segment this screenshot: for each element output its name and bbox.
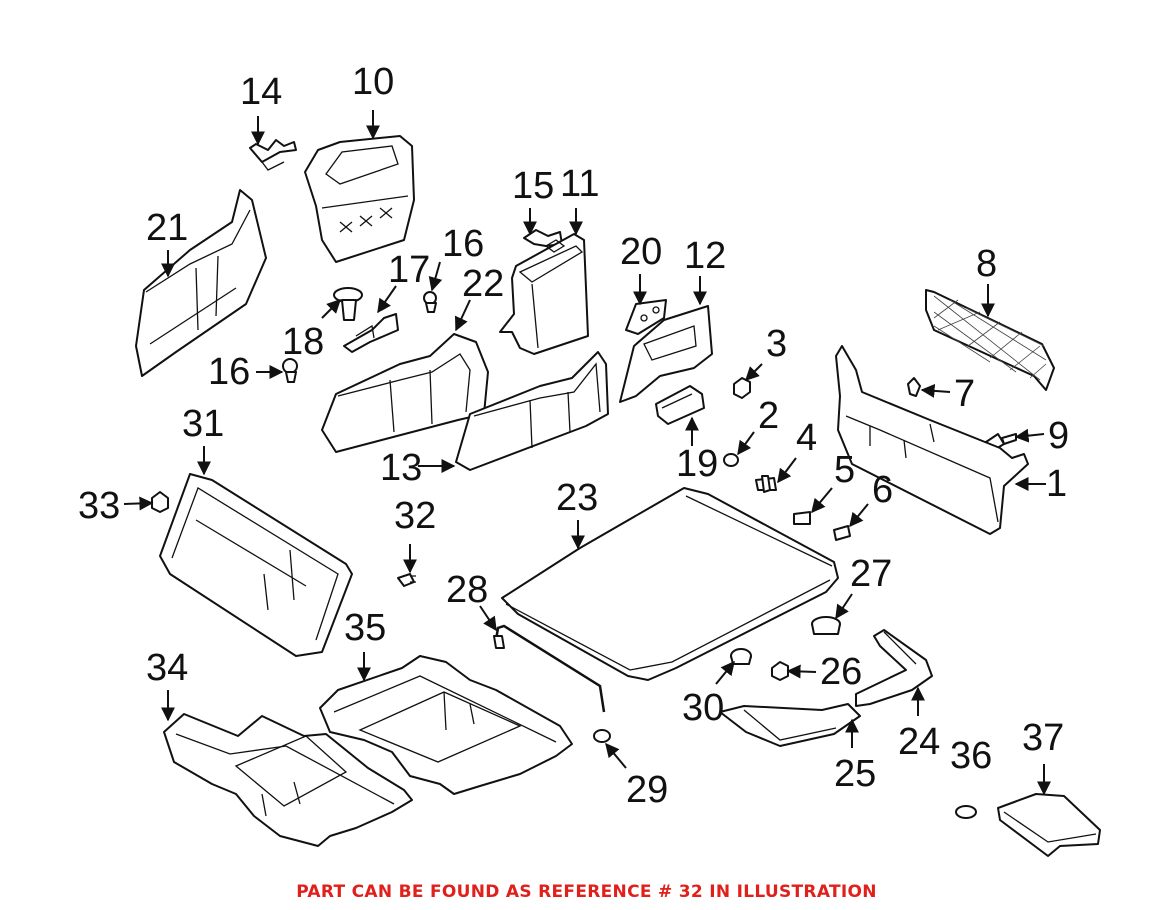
callout-16-upper[interactable]: 16: [442, 223, 484, 265]
callout-3[interactable]: 3: [766, 323, 787, 365]
leader-4: [777, 457, 797, 484]
part-13-wheelhouse-trim[interactable]: [455, 351, 609, 471]
part-2-plug[interactable]: [723, 453, 739, 467]
part-30-grommet[interactable]: [730, 648, 752, 665]
leader-29: [605, 742, 627, 769]
part-35-carpet[interactable]: [319, 655, 573, 795]
callout-labels: 1 2 3 4 5 6 7 8 9 10 11 12 13 14 15 16 1…: [78, 61, 1069, 811]
part-21-side-trim[interactable]: [135, 189, 267, 377]
callout-18[interactable]: 18: [282, 321, 324, 363]
callout-4[interactable]: 4: [796, 417, 817, 459]
callout-12[interactable]: 12: [684, 235, 726, 277]
callout-23[interactable]: 23: [556, 477, 598, 519]
part-36-cap[interactable]: [955, 805, 977, 819]
leader-18: [321, 299, 341, 319]
callout-7[interactable]: 7: [954, 373, 975, 415]
part-7-clip[interactable]: [907, 377, 921, 397]
part-4-bolt[interactable]: [755, 475, 777, 493]
leader-6: [849, 503, 869, 528]
part-5-bolt[interactable]: [793, 511, 811, 525]
part-27-nut[interactable]: [811, 616, 841, 635]
part-17-bracket[interactable]: [343, 313, 399, 353]
callout-10[interactable]: 10: [352, 61, 394, 103]
leader-arrows: [123, 110, 1051, 796]
part-32-screw[interactable]: [397, 573, 416, 587]
callout-32[interactable]: 32: [394, 495, 436, 537]
part-12-trim-panel[interactable]: [619, 305, 713, 403]
part-28-rod[interactable]: [493, 624, 606, 713]
part-6-bolt[interactable]: [833, 525, 851, 541]
callout-21[interactable]: 21: [146, 207, 188, 249]
part-26-nut[interactable]: [771, 661, 789, 681]
leader-17: [377, 285, 397, 314]
leader-5: [811, 487, 833, 514]
callout-37[interactable]: 37: [1022, 717, 1064, 759]
callout-11[interactable]: 11: [560, 163, 599, 205]
callout-24[interactable]: 24: [898, 721, 940, 763]
leader-9: [1014, 428, 1045, 443]
leader-7: [920, 383, 951, 398]
callout-31[interactable]: 31: [182, 403, 224, 445]
leader-2: [737, 431, 755, 456]
callout-13[interactable]: 13: [380, 447, 422, 489]
part-14-bracket[interactable]: [249, 139, 297, 171]
callout-33[interactable]: 33: [78, 485, 120, 527]
callout-9[interactable]: 9: [1048, 415, 1069, 457]
leader-16-upper: [428, 261, 443, 292]
part-8-cargo-net[interactable]: [925, 289, 1055, 391]
part-1-trim-panel[interactable]: [835, 345, 1029, 535]
callout-25[interactable]: 25: [834, 753, 876, 795]
callout-30[interactable]: 30: [682, 687, 724, 729]
part-31-rear-panel[interactable]: [159, 473, 353, 657]
callout-8[interactable]: 8: [976, 243, 997, 285]
part-25-trim[interactable]: [719, 703, 861, 747]
part-22-wheelhouse-trim[interactable]: [321, 333, 489, 453]
callout-15[interactable]: 15: [512, 165, 554, 207]
leader-27: [835, 593, 853, 620]
part-11-trim-panel[interactable]: [499, 233, 589, 355]
leader-30: [715, 660, 735, 685]
leader-33: [123, 496, 154, 511]
callout-26[interactable]: 26: [820, 651, 862, 693]
part-29-grommet[interactable]: [593, 729, 611, 743]
callout-35[interactable]: 35: [344, 607, 386, 649]
callout-6[interactable]: 6: [872, 469, 893, 511]
part-18-push-clip[interactable]: [333, 287, 363, 321]
part-23-floor-board[interactable]: [501, 487, 839, 681]
part-37-mat[interactable]: [997, 793, 1101, 857]
part-10-trim-panel[interactable]: [304, 135, 415, 263]
callout-29[interactable]: 29: [626, 769, 668, 811]
part-3-nut[interactable]: [733, 377, 751, 399]
part-24-trim[interactable]: [855, 629, 933, 707]
part-19-handle[interactable]: [655, 385, 705, 425]
leader-28: [479, 605, 497, 632]
callout-20[interactable]: 20: [620, 231, 662, 273]
reference-note: PART CAN BE FOUND AS REFERENCE # 32 IN I…: [296, 882, 877, 902]
callout-27[interactable]: 27: [850, 553, 892, 595]
callout-34[interactable]: 34: [146, 647, 188, 689]
callout-14[interactable]: 14: [240, 71, 282, 113]
part-16-fastener-lower[interactable]: [282, 358, 298, 383]
part-34-carpet[interactable]: [163, 713, 413, 847]
callout-17[interactable]: 17: [388, 249, 430, 291]
part-33-nut[interactable]: [151, 491, 169, 513]
leader-3: [745, 363, 763, 381]
callout-5[interactable]: 5: [834, 449, 855, 491]
callout-19[interactable]: 19: [676, 443, 718, 485]
part-20-bracket[interactable]: [625, 299, 667, 335]
callout-1[interactable]: 1: [1046, 463, 1067, 505]
leader-22: [454, 299, 471, 332]
part-16-fastener-upper[interactable]: [423, 291, 437, 313]
callout-28[interactable]: 28: [446, 569, 488, 611]
callout-22[interactable]: 22: [462, 263, 504, 305]
callout-2[interactable]: 2: [758, 395, 779, 437]
callout-16-lower[interactable]: 16: [208, 351, 250, 393]
callout-36[interactable]: 36: [950, 735, 992, 777]
leader-26: [786, 664, 817, 679]
